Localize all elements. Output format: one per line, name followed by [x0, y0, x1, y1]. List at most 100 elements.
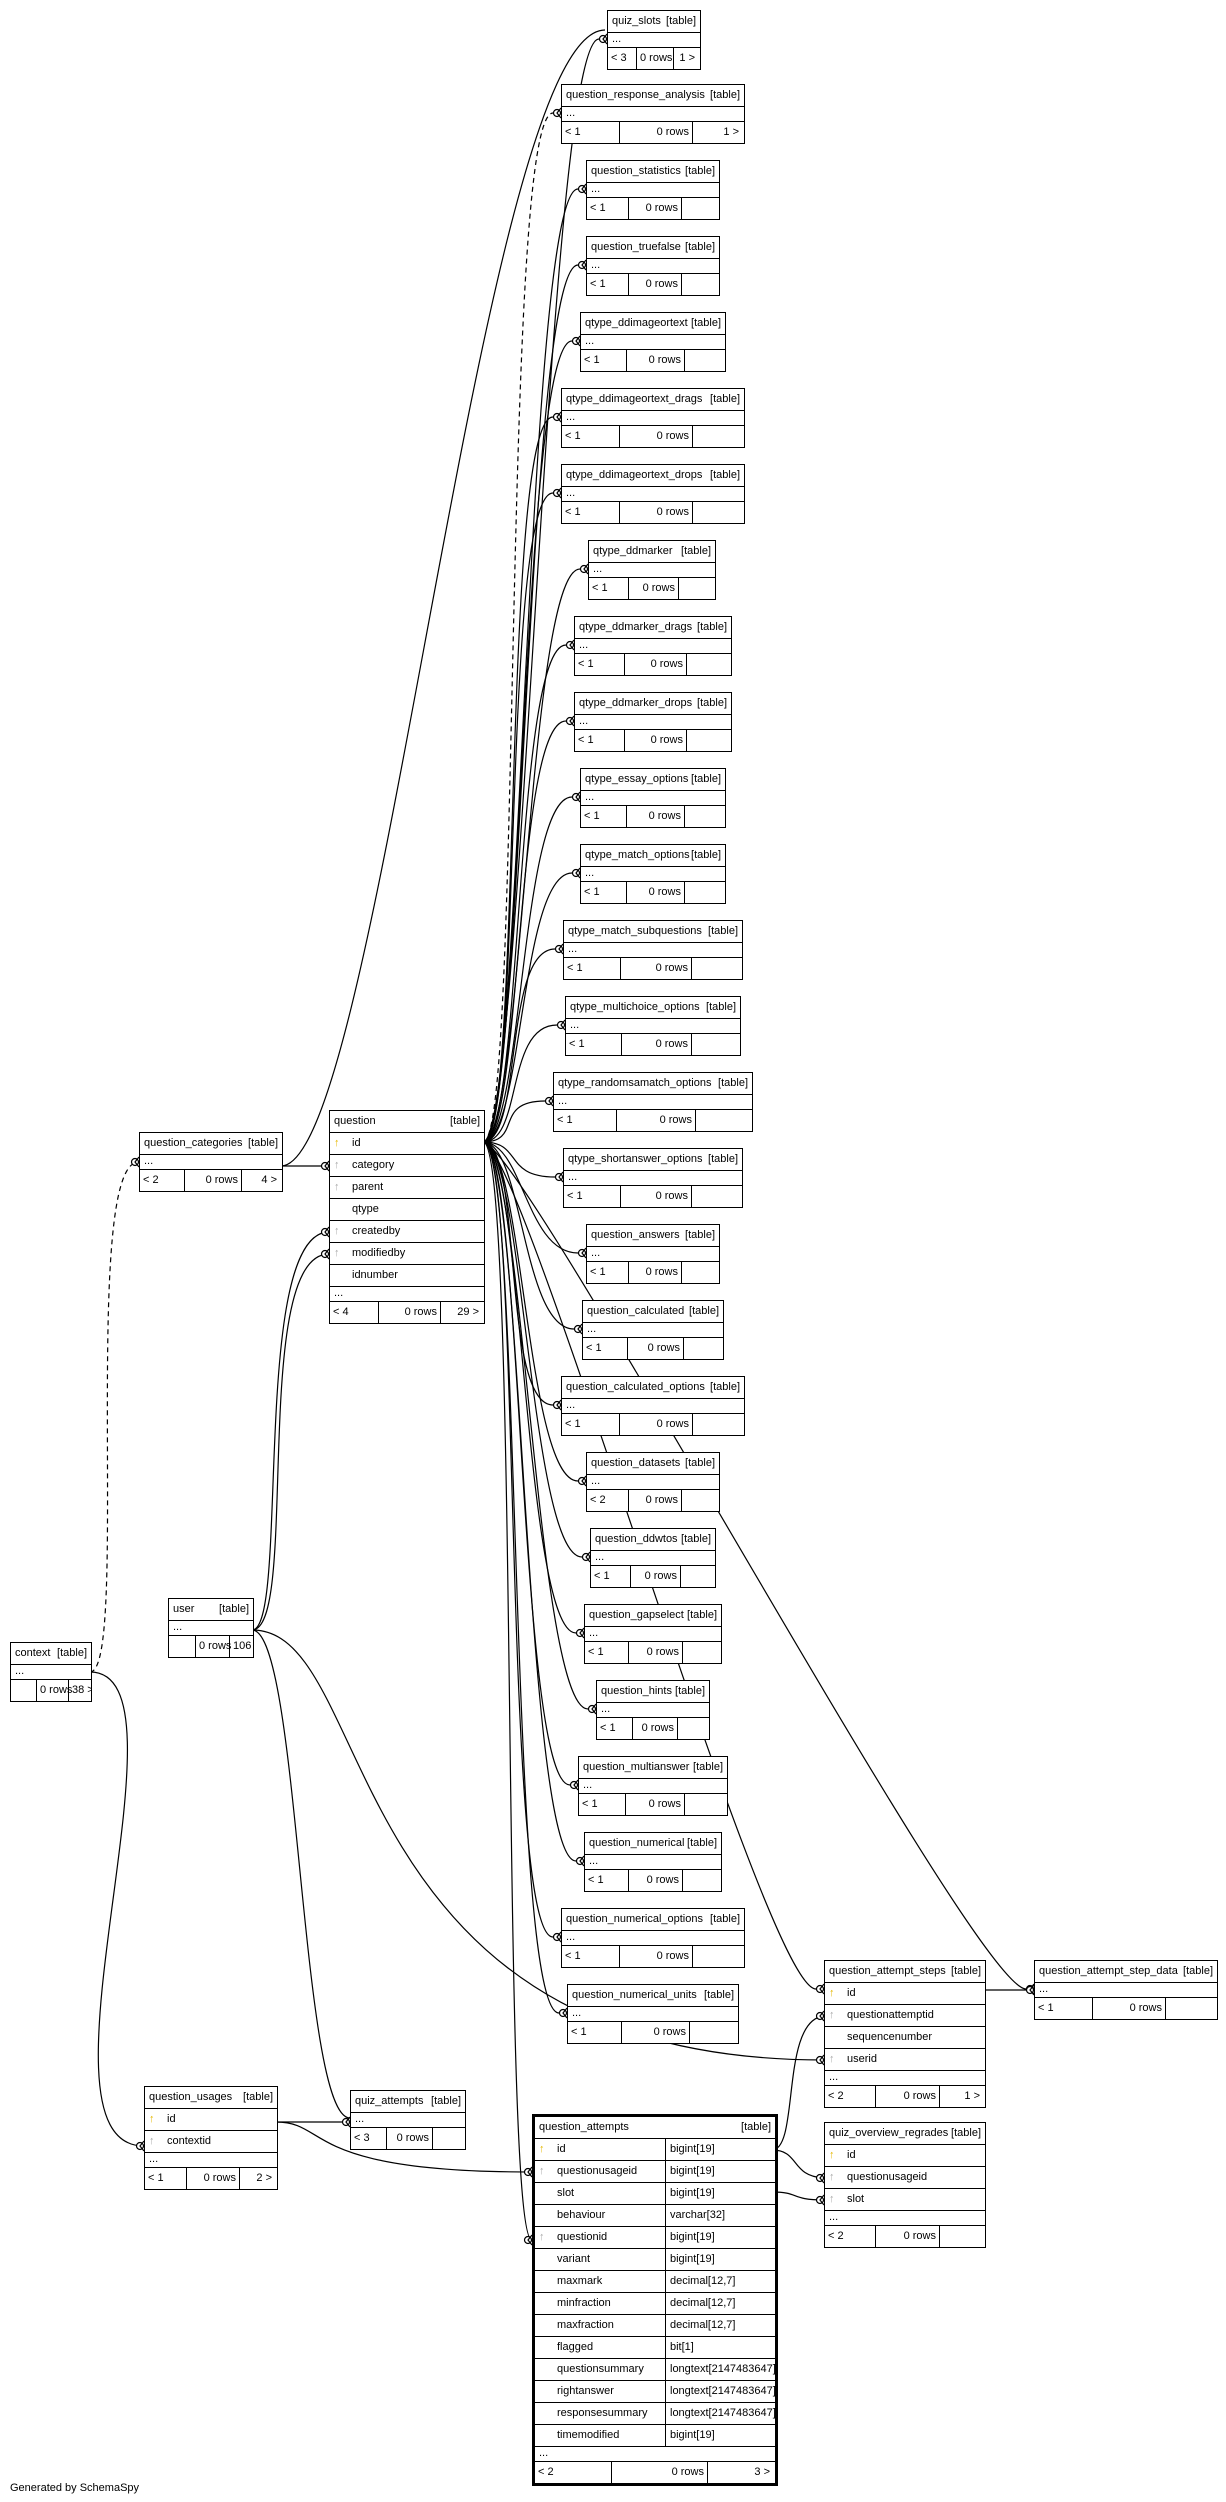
wire-qtype-multichoice-options: [482, 1024, 558, 1143]
table-header: question_usages[table]: [145, 2087, 277, 2109]
table-name: qtype_ddimageortext_drags: [566, 393, 703, 405]
row-count: 0 rows: [617, 1110, 696, 1131]
wire-questionid: [482, 1141, 533, 2241]
column-name: id: [167, 2113, 176, 2125]
column-name: questionusageid: [557, 2165, 638, 2177]
table-name: user: [173, 1603, 195, 1615]
row-count: 0 rows: [622, 2022, 690, 2043]
table-header: qtype_ddmarker_drags[table]: [575, 617, 731, 639]
table-kind: [table]: [718, 1077, 748, 1089]
parents-count: < 1: [562, 426, 620, 447]
more-columns: ...: [562, 1399, 744, 1414]
crowfoot-question-statistics-foot: [581, 183, 587, 195]
table-header: question_attempts[table]: [535, 2117, 775, 2139]
column-row: minfraction decimal[12,7]: [535, 2293, 775, 2315]
table-name: qtype_ddimageortext_drops: [566, 469, 703, 481]
more-columns: ...: [562, 487, 744, 502]
more-columns: ...: [11, 1665, 91, 1680]
table-name: quiz_attempts: [355, 2095, 424, 2107]
column-name: createdby: [352, 1225, 401, 1237]
children-count: [685, 806, 723, 827]
crowfoot-regrades-usage-foot: [819, 2172, 825, 2184]
table-question-attempt-steps[interactable]: question_attempt_steps[table]↑id↑questio…: [824, 1960, 986, 2108]
table-header: question[table]: [330, 1111, 484, 1133]
foreign-key-icon: ↑: [829, 2053, 835, 2065]
children-count: [433, 2128, 463, 2149]
more-columns: ...: [608, 33, 700, 48]
wire-regrades-usage: [771, 2149, 825, 2179]
children-count: [681, 1566, 713, 1587]
parents-count: < 3: [351, 2128, 387, 2149]
column-type: longtext[2147483647]: [665, 2403, 775, 2424]
table-quiz-overview-regrades[interactable]: quiz_overview_regrades[table]↑id↑questio…: [824, 2122, 986, 2248]
children-count: [684, 1338, 721, 1359]
table-header: question_gapselect[table]: [585, 1605, 721, 1627]
wire-qtype-ddmarker-drags: [482, 644, 567, 1143]
column-row: ↑slot: [825, 2189, 985, 2211]
table-question-calculated-options[interactable]: question_calculated_options[table]...< 1…: [561, 1376, 745, 1436]
parents-count: < 2: [587, 1490, 629, 1511]
parents-count: < 2: [825, 2226, 876, 2247]
table-qtype-randomsamatch-options[interactable]: qtype_randomsamatch_options[table]...< 1…: [553, 1072, 753, 1132]
column-name: maxmark: [557, 2275, 603, 2287]
parents-count: < 1: [562, 1946, 620, 1967]
column-type: decimal[12,7]: [665, 2293, 735, 2314]
column-name: questionsummary: [557, 2363, 644, 2375]
table-header: qtype_randomsamatch_options[table]: [554, 1073, 752, 1095]
crowfoot-question-hints-foot: [591, 1703, 597, 1715]
table-name: quiz_overview_regrades: [829, 2127, 949, 2139]
more-columns: ...: [564, 943, 742, 958]
children-count: 1 >: [723, 126, 739, 138]
column-name: minfraction: [557, 2297, 611, 2309]
crowfoot-question-ddwtos-foot: [585, 1551, 591, 1563]
wire-regrades-slot: [771, 2191, 825, 2201]
column-row: ↑createdby: [330, 1221, 484, 1243]
more-columns: ...: [575, 715, 731, 730]
table-header: question_response_analysis[table]: [562, 85, 744, 107]
parents-count: < 1: [583, 1338, 628, 1359]
table-header: question_multianswer[table]: [579, 1757, 727, 1779]
table-question-usages[interactable]: question_usages[table]↑id↑contextid...< …: [144, 2086, 278, 2190]
